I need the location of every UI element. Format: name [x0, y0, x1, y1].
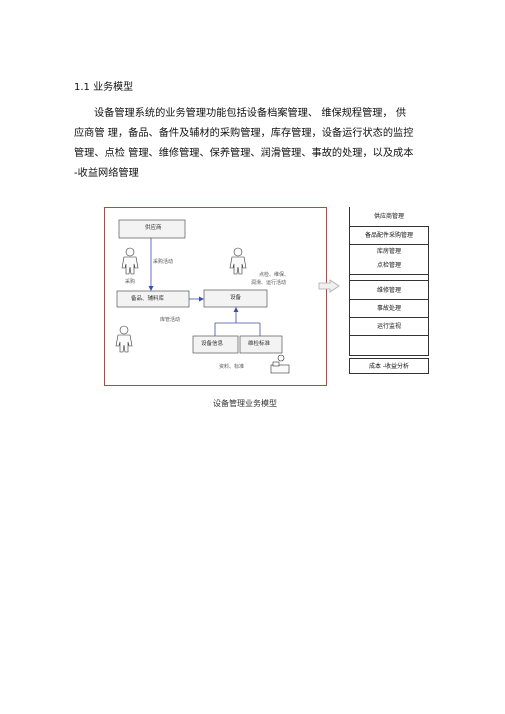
module-item: 成本 -收益分析 — [349, 358, 429, 374]
buyer-label: 采购 — [125, 279, 136, 285]
equipment-box-label: 设备 — [230, 295, 242, 301]
section-heading: 1.1 业务模型 — [74, 82, 134, 93]
paragraph-line: -收益网络管理 — [74, 168, 139, 179]
operator-person-icon — [229, 247, 247, 275]
module-item — [349, 275, 429, 281]
supplier-box-label: 供应商 — [145, 225, 162, 231]
module-item: 运行监视 — [349, 318, 429, 336]
body-paragraph: 设备管理系统的业务管理功能包括设备档案管理、 维保规程管理， 供 应商管 理，备… — [74, 104, 434, 184]
supplier-box — [118, 219, 186, 239]
inspection-activity-label-2: 润滑、运行活动 — [251, 280, 287, 286]
module-label: 点检管理 — [376, 262, 401, 269]
inspection-activity-label-1: 点检、维保、 — [259, 272, 290, 278]
module-label: 维修管理 — [376, 287, 401, 294]
module-item: 库房管理 — [349, 245, 429, 259]
module-label: 事故处理 — [376, 305, 401, 312]
right-arrow-icon — [318, 278, 340, 297]
module-item: 备品配件采购管理 — [349, 227, 429, 245]
module-item: 点检管理 — [349, 259, 429, 275]
buyer-person-icon — [121, 247, 139, 275]
inventory-activity-label: 库管活动 — [160, 317, 181, 323]
module-item: 事故处理 — [349, 300, 429, 318]
module-item: 供应商管理 — [349, 207, 429, 227]
module-label: 库房管理 — [376, 248, 401, 255]
module-item — [349, 336, 429, 356]
purchase-activity-label: 采购活动 — [153, 259, 174, 265]
arrowhead — [199, 296, 204, 302]
module-label: 供应商管理 — [373, 213, 404, 220]
module-label: 运行监视 — [376, 323, 401, 330]
business-model-diagram: 供应商 备品、辅料库 设备 设备信息 维检标准 采购活动 采购 库管活动 点检、… — [104, 207, 327, 386]
module-label: 成本 -收益分析 — [368, 363, 410, 370]
module-item: 维修管理 — [349, 281, 429, 300]
equipment-info-box-label: 设备信息 — [201, 341, 224, 347]
arrowhead — [148, 286, 154, 291]
diagram-canvas — [115, 219, 290, 374]
data-standard-label: 资料、标准 — [219, 364, 245, 370]
spare-parts-box-label: 备品、辅料库 — [131, 296, 165, 302]
module-label: 备品配件采购管理 — [364, 232, 413, 239]
module-list: 供应商管理 备品配件采购管理 库房管理 点检管理 维修管理 事故处理 运行监视 … — [349, 207, 429, 374]
equipment-info-box — [192, 335, 239, 354]
desk-worker-icon — [270, 354, 290, 374]
equipment-box — [203, 289, 268, 308]
paragraph-line: 管理、点检 管理、维修管理、保养管理、润滑管理、事故的处理，以及成本 — [74, 148, 414, 159]
paragraph-line: 应商管 理，备品、备件及辅材的采购管理，库存管理，设备运行状态的监控 — [74, 128, 414, 139]
paragraph-line: 设备管理系统的业务管理功能包括设备档案管理、 维保规程管理， 供 — [94, 108, 407, 119]
figure-caption: 设备管理业务模型 — [213, 399, 277, 408]
maintenance-standard-box — [239, 335, 283, 354]
warehouse-person-icon — [115, 325, 133, 353]
arrowhead — [233, 307, 239, 312]
maintenance-standard-box-label: 维检标准 — [248, 341, 271, 347]
